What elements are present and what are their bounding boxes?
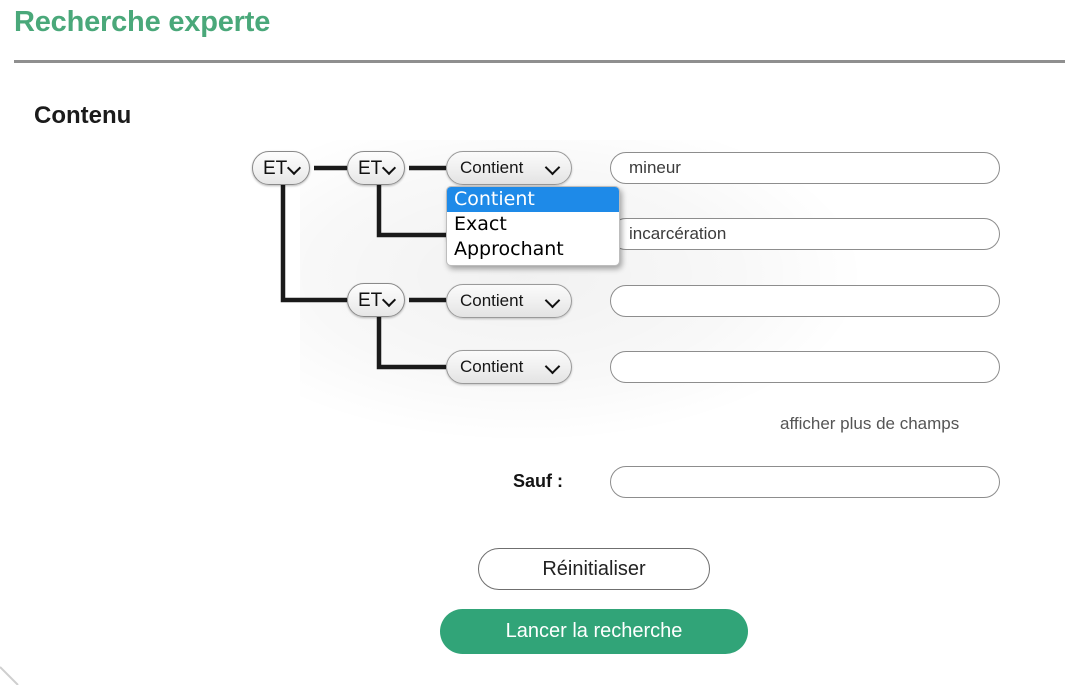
- operator-label: ET: [358, 289, 383, 311]
- operator-label: ET: [263, 157, 288, 179]
- launch-search-button[interactable]: Lancer la recherche: [440, 609, 748, 654]
- operator-pill-root[interactable]: ET: [252, 151, 311, 185]
- operator-label: ET: [358, 157, 383, 179]
- search-term-input-2[interactable]: [610, 218, 1000, 250]
- search-term-input-1[interactable]: [610, 152, 1000, 184]
- section-heading-contenu: Contenu: [34, 102, 132, 129]
- search-term-input-3[interactable]: [610, 285, 1000, 317]
- chevron-down-icon: [383, 162, 396, 175]
- match-type-value: Contient: [460, 291, 524, 310]
- page-title: Recherche experte: [14, 6, 271, 38]
- match-type-select-1[interactable]: Contient: [446, 151, 572, 185]
- reset-button[interactable]: Réinitialiser: [478, 548, 710, 590]
- except-input[interactable]: [610, 466, 1000, 498]
- dropdown-option-exact[interactable]: Exact: [454, 213, 507, 235]
- chevron-down-icon: [288, 162, 301, 175]
- operator-pill-branch-1[interactable]: ET: [347, 151, 406, 185]
- match-type-dropdown-list[interactable]: Contient Exact Approchant: [446, 186, 620, 266]
- match-type-select-3[interactable]: Contient: [446, 284, 572, 318]
- search-term-input-4[interactable]: [610, 351, 1000, 383]
- chevron-down-icon: [546, 161, 561, 176]
- except-label: Sauf :: [513, 471, 564, 491]
- match-type-value: Contient: [460, 357, 524, 376]
- match-type-value: Contient: [460, 158, 524, 177]
- dropdown-option-approchant[interactable]: Approchant: [454, 238, 564, 260]
- match-type-select-4[interactable]: Contient: [446, 350, 572, 384]
- title-divider: [14, 60, 1065, 63]
- show-more-fields-link[interactable]: afficher plus de champs: [780, 414, 960, 433]
- chevron-down-icon: [546, 360, 561, 375]
- chevron-down-icon: [383, 294, 396, 307]
- dropdown-option-contient[interactable]: Contient: [447, 187, 619, 212]
- corner-artifact: [0, 666, 19, 685]
- operator-pill-branch-2[interactable]: ET: [347, 283, 406, 317]
- chevron-down-icon: [546, 294, 561, 309]
